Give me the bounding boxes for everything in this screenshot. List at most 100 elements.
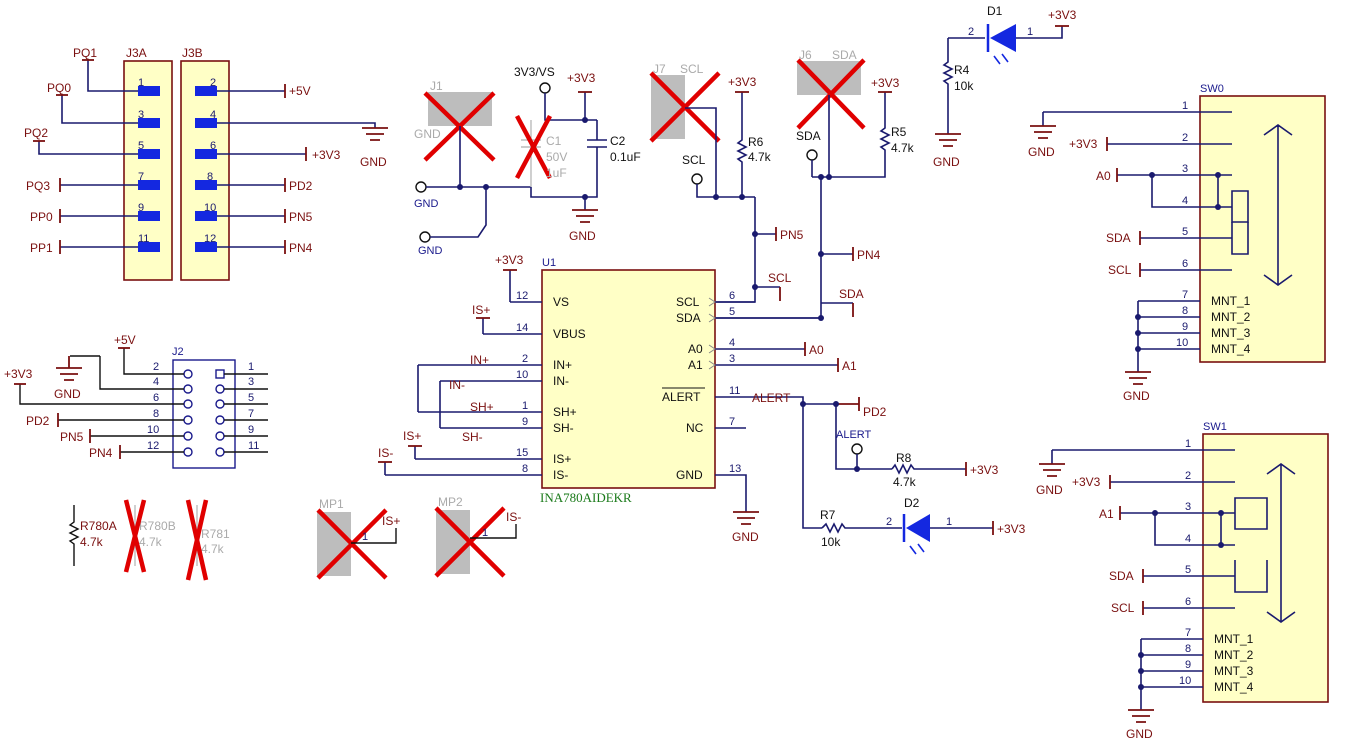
sw1-net-3v3: +3V3 — [1072, 475, 1101, 489]
u1-part: INA780AIDEKR — [540, 490, 632, 505]
header-j3: J3A J3B 1 3 5 7 9 11 2 4 6 8 10 12 — [24, 46, 388, 281]
sw0-mnt: MNT_1 — [1211, 294, 1251, 308]
net-pq2: PQ2 — [24, 126, 48, 140]
mp1-pin: 1 — [362, 531, 368, 543]
j2-net-gnd: GND — [54, 387, 81, 401]
tp-gnd-2: GND — [418, 245, 443, 257]
u1-pin-name: IN+ — [553, 358, 572, 372]
sw0-pin: 6 — [1182, 258, 1188, 270]
wire-sh-plus: SH+ — [470, 400, 494, 414]
r781-value: 4.7k — [201, 542, 225, 556]
mp1-label: MP1 — [319, 497, 344, 511]
u1-pin-name: SH- — [553, 421, 574, 435]
r780a-value: 4.7k — [80, 535, 104, 549]
sw0-pin: 4 — [1182, 195, 1188, 207]
u1-net-is-plus: IS+ — [403, 429, 421, 443]
sw1-refdes: SW1 — [1203, 421, 1227, 433]
u1-pin-num: 8 — [522, 463, 528, 475]
net-3v3: +3V3 — [312, 148, 341, 162]
r8-3v3: +3V3 — [970, 463, 999, 477]
sw0-refdes: SW0 — [1200, 83, 1224, 95]
u1-pin-name: IN- — [553, 374, 569, 388]
u1-pin-num: 6 — [729, 290, 735, 302]
j2-pin: 5 — [248, 392, 254, 404]
r6-label: R6 — [748, 135, 764, 149]
u1-pin-name: SDA — [676, 311, 701, 325]
c2-label: C2 — [610, 134, 626, 148]
sw1-pin: 4 — [1185, 533, 1191, 545]
j6-net: SDA — [832, 48, 857, 62]
u1-pin-name: GND — [676, 468, 703, 482]
r4-label: R4 — [954, 63, 970, 77]
u1-pin-num: 4 — [729, 337, 735, 349]
u1-pin-name: ALERT — [662, 390, 701, 404]
net-pn5: PN5 — [289, 210, 313, 224]
header-j2: J2 2 4 6 8 10 12 1 3 5 7 9 11 +5 — [4, 333, 268, 469]
j3a-pin: 5 — [138, 140, 144, 152]
mp2-pin: 1 — [482, 527, 488, 539]
sw0-net-scl: SCL — [1108, 263, 1132, 277]
j2-pin: 7 — [248, 408, 254, 420]
wire-in-minus: IN- — [449, 378, 465, 392]
sw1-pin: 5 — [1185, 564, 1191, 576]
j2-pin: 11 — [248, 440, 259, 452]
u1-pin-num: 12 — [516, 290, 528, 302]
r8-value: 4.7k — [893, 475, 917, 489]
sw0-pin: 3 — [1182, 163, 1188, 175]
u1-pin-name: A0 — [688, 342, 703, 356]
net-scl-i2c: SCL — [768, 271, 792, 285]
vs-label: 3V3/VS — [514, 65, 555, 79]
d1-label: D1 — [987, 4, 1003, 18]
j2-pin: 10 — [147, 424, 159, 436]
d2-3v3: +3V3 — [997, 522, 1026, 536]
u1-pin-num: 15 — [516, 447, 528, 459]
j3a-pin: 11 — [138, 233, 149, 245]
u1-net-a0: A0 — [809, 343, 824, 357]
j2-pin: 2 — [153, 361, 159, 373]
u1-pin-name: IS+ — [553, 452, 571, 466]
sw1-pin: 8 — [1185, 643, 1191, 655]
c1-label: C1 — [546, 134, 562, 148]
d2-pin1: 1 — [946, 516, 952, 528]
net-pq1: PQ1 — [73, 46, 97, 60]
tp-alert: ALERT — [836, 429, 872, 441]
sw1-pin: 2 — [1185, 470, 1191, 482]
j3b-pin: 2 — [210, 77, 216, 89]
sw0-net-sda: SDA — [1106, 231, 1131, 245]
sw0-mnt: MNT_3 — [1211, 326, 1251, 340]
u1-pin-num: 11 — [729, 385, 740, 397]
net-pp1: PP1 — [30, 241, 53, 255]
r7-value: 10k — [821, 535, 841, 549]
r5-value: 4.7k — [891, 141, 915, 155]
u1-3v3: +3V3 — [495, 253, 524, 267]
sw1-net-sda: SDA — [1109, 569, 1134, 583]
alert-section: ALERT PD2 ALERT R8 4.7k +3V3 R7 10k D2 2… — [752, 391, 1026, 555]
r6-3v3: +3V3 — [728, 75, 757, 89]
r5-label: R5 — [891, 125, 907, 139]
j2-pin: 12 — [147, 440, 159, 452]
u1-pin-name: SCL — [676, 295, 700, 309]
tp-sda: SDA — [796, 129, 821, 143]
c2-value: 0.1uF — [610, 150, 641, 164]
sw0-net-gnd: GND — [1028, 145, 1055, 159]
u1-pin-num: 2 — [522, 353, 528, 365]
j7-net: SCL — [680, 62, 704, 76]
u1-refdes: U1 — [542, 257, 556, 269]
u1-pin-num: 14 — [516, 322, 528, 334]
j3b-pin: 4 — [210, 109, 216, 121]
d1-pin1: 1 — [1027, 26, 1033, 38]
sw1-pin: 10 — [1179, 675, 1191, 687]
j3b-label: J3B — [182, 46, 203, 60]
j2-pin: 3 — [248, 376, 254, 388]
net-pn4: PN4 — [289, 241, 313, 255]
net-pn5-i2c: PN5 — [780, 228, 804, 242]
u1-pin-num: 1 — [522, 400, 528, 412]
r780b-value: 4.7k — [139, 535, 163, 549]
sw0-pin: 1 — [1182, 100, 1188, 112]
sw0-mnt: MNT_4 — [1211, 342, 1251, 356]
tp-gnd-1: GND — [414, 198, 439, 210]
j2-net-pn5: PN5 — [60, 430, 84, 444]
sw1-pin: 9 — [1185, 659, 1191, 671]
mp2-net: IS- — [506, 510, 521, 524]
u1-net-is-plus-vbus: IS+ — [472, 303, 490, 317]
